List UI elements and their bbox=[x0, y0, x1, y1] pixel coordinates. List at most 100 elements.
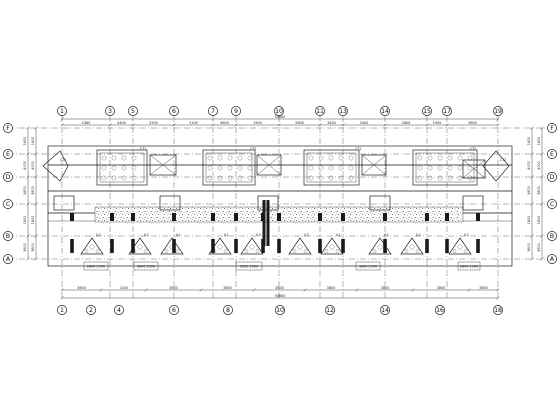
pile-circle bbox=[328, 165, 334, 171]
left-dim-chain-tick bbox=[26, 175, 30, 179]
axis-bubble-right bbox=[547, 123, 557, 133]
left-dim-chain-tick bbox=[26, 202, 30, 206]
triangular-pile-cap bbox=[320, 237, 344, 255]
pile-cap-block bbox=[202, 149, 256, 186]
left-dim-chain-label: 4000 bbox=[23, 161, 27, 170]
pile-circle bbox=[377, 244, 383, 250]
column bbox=[445, 213, 449, 221]
pile-circle bbox=[131, 175, 137, 181]
axis-bubble-top bbox=[231, 106, 241, 116]
axis-bubble-top-label: 10 bbox=[275, 108, 283, 115]
left-dim-chain-inner-tick bbox=[34, 126, 38, 130]
axis-bubble-left bbox=[3, 254, 13, 264]
left-dim-chain-inner-tick bbox=[34, 202, 38, 206]
axis-bubble-left-label: A bbox=[6, 256, 11, 263]
right-dim-chain-outer-tick bbox=[540, 152, 544, 156]
pile-cap-inner bbox=[306, 152, 357, 183]
column bbox=[234, 213, 238, 221]
top-dim-chain-tick bbox=[277, 123, 281, 127]
left-dim-chain-inner-label: 4000 bbox=[31, 161, 35, 170]
pile-circle bbox=[137, 244, 143, 250]
axis-bubble-top-label: 17 bbox=[443, 108, 451, 115]
axis-bubble-right bbox=[547, 149, 557, 159]
pile-circle bbox=[121, 155, 127, 161]
axis-bubble-bottom-label: 12 bbox=[326, 307, 334, 314]
pile-circle bbox=[101, 165, 107, 171]
right-dim-chain-outer-label: 3600 bbox=[537, 243, 541, 252]
pile-circle bbox=[348, 165, 354, 171]
small-cap-diagonal bbox=[361, 154, 387, 176]
right-dim-chain-outer-label: 1800 bbox=[537, 216, 541, 225]
pile-circle bbox=[101, 155, 107, 161]
pile-circle bbox=[447, 175, 453, 181]
column bbox=[172, 213, 176, 221]
axis-bubble-bottom-label: 18 bbox=[494, 307, 502, 314]
bottom-block bbox=[457, 261, 481, 271]
foundation-outline bbox=[47, 145, 513, 267]
pile-circle bbox=[244, 249, 249, 253]
top-dim-chain-label: 3600 bbox=[220, 121, 229, 125]
bottom-dim-chain-tick bbox=[355, 288, 359, 292]
right-dim-chain-tick bbox=[530, 152, 534, 156]
pile-circle bbox=[463, 249, 468, 253]
bottom-dim-chain-tick bbox=[411, 288, 415, 292]
axis-bubble-top bbox=[57, 106, 67, 116]
axis-bubble-top-label: 7 bbox=[211, 108, 215, 115]
top-dim-chain-tick bbox=[60, 123, 64, 127]
axis-bubble-left-label: D bbox=[6, 174, 11, 181]
left-dim-chain-inner-tick bbox=[34, 175, 38, 179]
mid-cap bbox=[369, 195, 391, 211]
right-dim-chain-tick bbox=[530, 202, 534, 206]
cap-label: CT2 bbox=[500, 158, 506, 162]
axis-bubble-bottom bbox=[86, 305, 96, 315]
pile-circle bbox=[95, 249, 100, 253]
pile-circle bbox=[415, 249, 420, 253]
pile-circle bbox=[237, 165, 243, 171]
right-dim-chain-outer-tick bbox=[540, 234, 544, 238]
triangular-pile-cap bbox=[160, 237, 184, 255]
axis-bubble-top bbox=[169, 106, 179, 116]
column-lower bbox=[277, 239, 281, 253]
pile-circle bbox=[417, 155, 423, 161]
left-wing-footing bbox=[42, 150, 69, 182]
axis-bubble-top bbox=[315, 106, 325, 116]
mid-cap bbox=[462, 195, 484, 211]
column bbox=[341, 213, 345, 221]
pile-cap-inner bbox=[415, 152, 475, 183]
pile-circle bbox=[292, 249, 297, 253]
axis-bubble-bottom bbox=[57, 305, 67, 315]
cap-label: JL1 bbox=[175, 233, 181, 237]
axis-bubble-top bbox=[442, 106, 452, 116]
triangular-pile-cap bbox=[240, 237, 264, 255]
shear-wall bbox=[266, 200, 270, 246]
left-dim-chain-inner-tick bbox=[34, 152, 38, 156]
pile-circle bbox=[111, 155, 117, 161]
axis-bubble-bottom bbox=[114, 305, 124, 315]
column-lower bbox=[234, 239, 238, 253]
top-dim-total-label: 54800 bbox=[275, 115, 286, 119]
bottom-dim-total-label: 54800 bbox=[275, 294, 286, 298]
pile-cap-inner bbox=[99, 152, 145, 183]
pile-circle bbox=[318, 155, 324, 161]
small-cap-diagonal bbox=[149, 154, 177, 176]
top-dim-total-tick bbox=[60, 117, 64, 121]
axis-bubble-top bbox=[105, 106, 115, 116]
pile-circle bbox=[237, 175, 243, 181]
top-dim-chain-tick bbox=[496, 123, 500, 127]
pile-circle bbox=[227, 165, 233, 171]
pile-circle bbox=[223, 249, 228, 253]
cap-label: JL1 bbox=[335, 233, 341, 237]
right-dim-chain-outer-tick bbox=[540, 175, 544, 179]
right-dim-chain-tick bbox=[530, 234, 534, 238]
axis-bubble-top bbox=[493, 106, 503, 116]
pile-circle bbox=[372, 249, 377, 253]
axis-bubble-right-label: F bbox=[550, 125, 554, 132]
column bbox=[383, 213, 387, 221]
pile-circle bbox=[329, 244, 335, 250]
pile-circle bbox=[457, 155, 463, 161]
pile-circle bbox=[89, 244, 95, 250]
right-dim-chain-tick bbox=[530, 257, 534, 261]
